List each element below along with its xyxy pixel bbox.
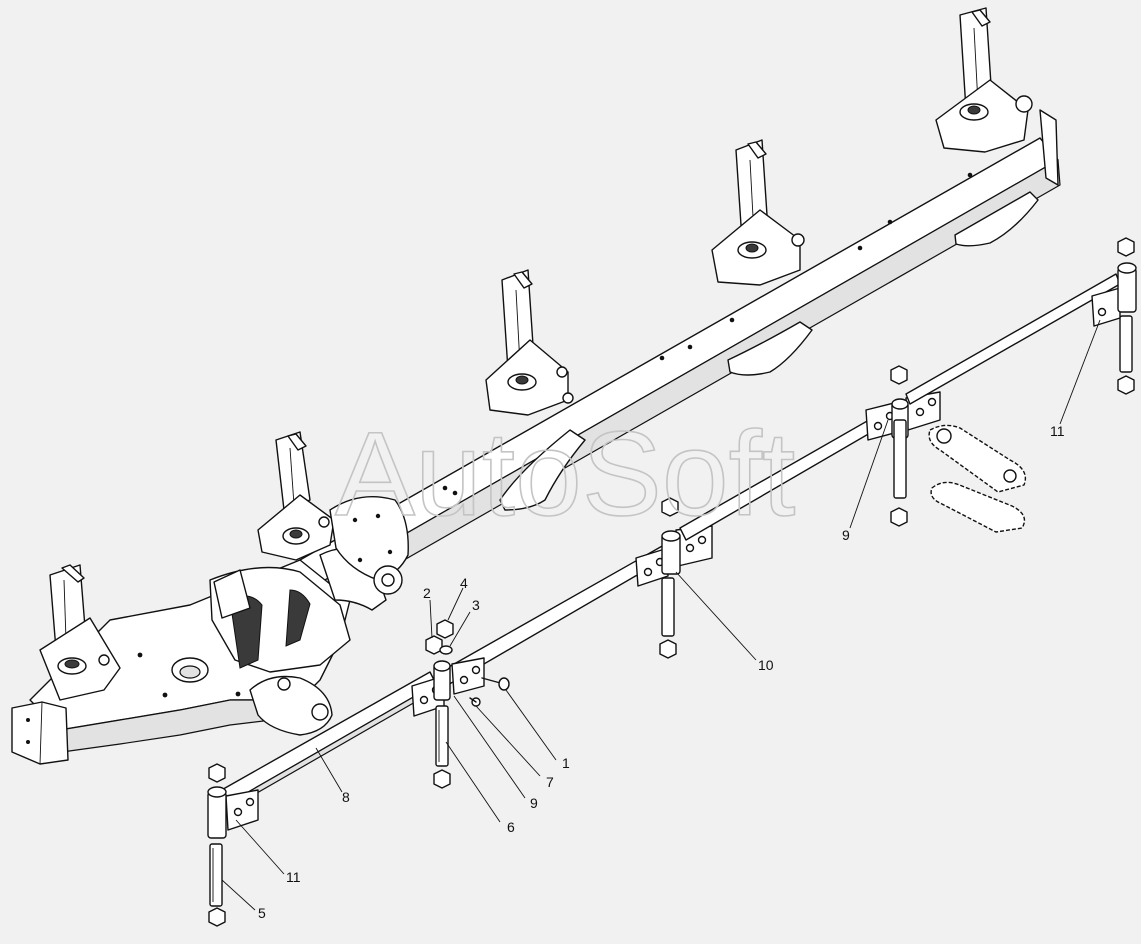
link-bar-10 [439, 407, 897, 687]
callout-label-10: 10 [758, 657, 774, 673]
callout-label-11-lower: 11 [286, 869, 301, 885]
pin-10 [659, 497, 679, 659]
tine-bracket-1 [39, 564, 121, 701]
pin-6 [433, 705, 451, 789]
link-bar-8 [207, 671, 445, 839]
callout-label-4: 4 [460, 575, 468, 591]
callout-label-11-upper: 11 [1050, 423, 1065, 439]
callout-leaders [221, 319, 1101, 911]
beam-holes [442, 172, 973, 496]
callout-labels: 1 2 3 4 5 6 7 8 9 9 10 11 11 [258, 423, 1065, 921]
link-bar-9-upper [865, 262, 1137, 441]
main-frame-beam [299, 109, 1061, 609]
callout-label-3: 3 [472, 597, 480, 613]
callout-label-1: 1 [562, 755, 570, 771]
pin-11-right [1117, 237, 1135, 395]
nut-4 [436, 619, 454, 639]
callout-label-9-upper: 9 [842, 527, 850, 543]
pin-9-upper [890, 365, 908, 527]
callout-label-7: 7 [546, 774, 554, 790]
tine-bracket-2 [257, 431, 335, 561]
grease-nipple-7 [469, 697, 481, 707]
pin-5 [208, 763, 226, 927]
gearbox [209, 495, 409, 673]
callout-label-5: 5 [258, 905, 266, 921]
spare-link-plate [928, 424, 1027, 533]
bolt-1 [481, 677, 510, 691]
center-joint [433, 657, 485, 701]
tine-bracket-4 [711, 139, 805, 286]
left-head-assembly [11, 431, 409, 765]
tine-bracket-5 [935, 7, 1033, 153]
callout-label-6: 6 [507, 819, 515, 835]
callout-label-9-lower: 9 [530, 795, 538, 811]
callout-label-2: 2 [423, 585, 431, 601]
washer-3 [439, 645, 453, 655]
callout-label-8: 8 [342, 789, 350, 805]
watermark: AutoSoft [335, 407, 795, 541]
tine-bracket-3 [485, 269, 574, 416]
